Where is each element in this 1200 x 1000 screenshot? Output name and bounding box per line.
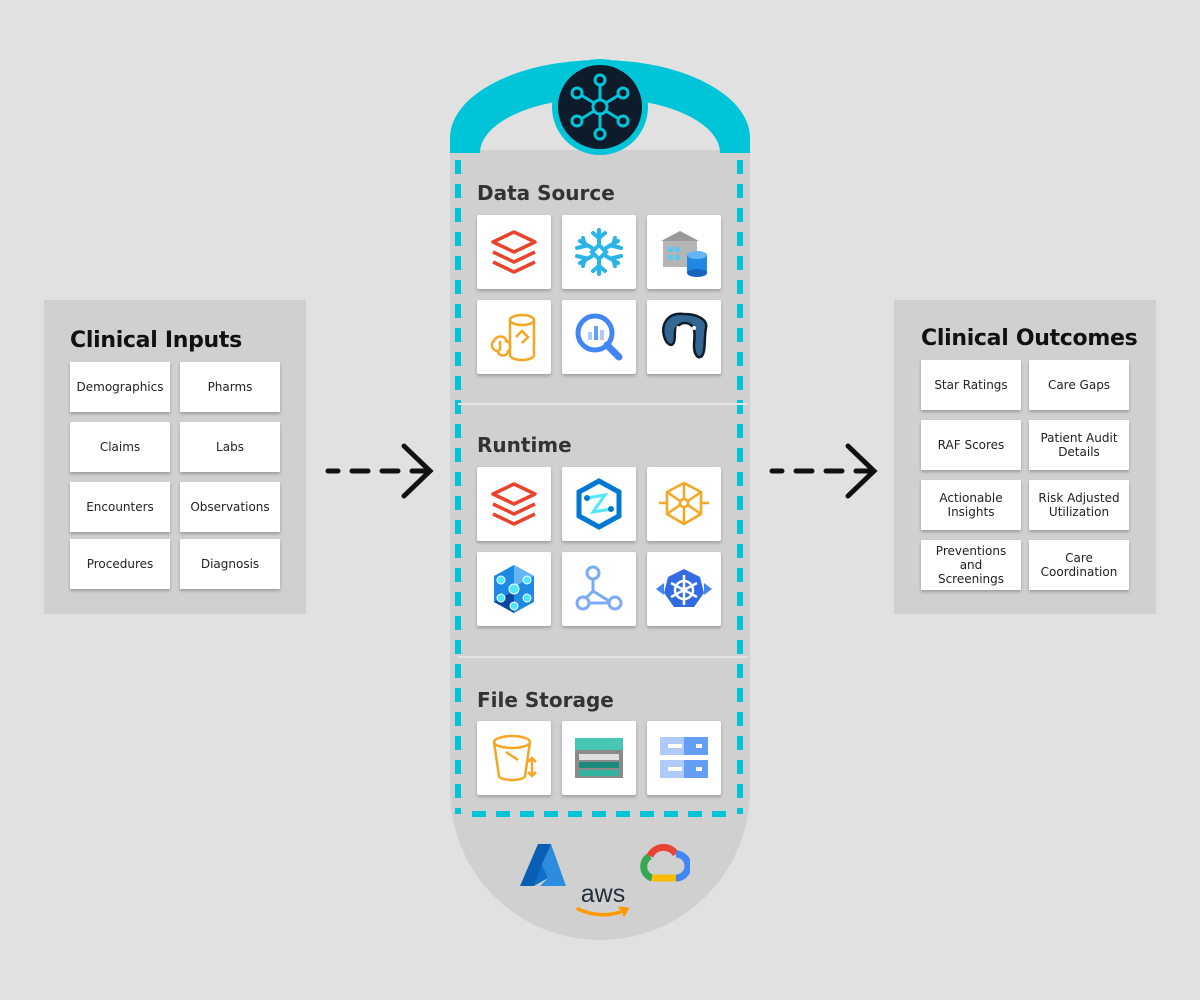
outcome-card: Patient Audit Details	[1029, 420, 1129, 470]
outcome-card: Preventions and Screenings	[921, 540, 1021, 590]
file-storage-title: File Storage	[477, 688, 614, 712]
input-card: Claims	[70, 422, 170, 472]
data-warehouse-icon	[661, 231, 707, 277]
runtime-title: Runtime	[477, 433, 572, 457]
input-card: Diagnosis	[180, 539, 280, 589]
outcome-card: Actionable Insights	[921, 480, 1021, 530]
section-divider	[458, 656, 748, 658]
data-source-tile[interactable]	[647, 300, 721, 374]
aws-smile-icon	[576, 906, 630, 917]
dashed-boundary	[455, 160, 743, 817]
input-card: Pharms	[180, 362, 280, 412]
data-source-tile[interactable]	[562, 215, 636, 289]
synapse-icon	[576, 478, 622, 530]
clinical-outcomes-title: Clinical Outcomes	[921, 326, 1138, 351]
bigquery-icon	[575, 313, 623, 361]
sagemaker-network-icon	[659, 481, 709, 526]
kubernetes-icon	[656, 569, 712, 607]
data-source-tile[interactable]	[477, 215, 551, 289]
runtime-tile[interactable]	[647, 552, 721, 626]
platform-arch	[450, 60, 750, 153]
blob-storage-icon	[575, 738, 623, 778]
data-source-tile[interactable]	[477, 300, 551, 374]
postgresql-icon	[662, 312, 708, 361]
hexagon-cluster-icon	[494, 565, 534, 613]
input-card: Demographics	[70, 362, 170, 412]
runtime-tile[interactable]	[477, 467, 551, 541]
aws-logo: aws	[572, 880, 634, 922]
outcome-card: Care Gaps	[1029, 360, 1129, 410]
outcome-card: Star Ratings	[921, 360, 1021, 410]
clinical-inputs-title: Clinical Inputs	[70, 328, 242, 353]
aws-wordmark: aws	[580, 880, 626, 908]
snowflake-icon	[575, 228, 623, 276]
input-card: Procedures	[70, 539, 170, 589]
outcome-card: Care Coordination	[1029, 540, 1129, 590]
azure-logo	[520, 844, 566, 886]
databricks-icon	[491, 230, 537, 274]
flow-arrow-left	[325, 443, 434, 499]
runtime-tile[interactable]	[562, 552, 636, 626]
outcome-card: Risk Adjusted Utilization	[1029, 480, 1129, 530]
cloud-storage-icon	[660, 737, 708, 778]
data-source-tile[interactable]	[647, 215, 721, 289]
flow-arrow-right	[769, 443, 878, 499]
runtime-tile[interactable]	[562, 467, 636, 541]
ml-database-icon	[490, 313, 536, 362]
databricks-icon	[491, 482, 537, 526]
data-source-tile[interactable]	[562, 300, 636, 374]
hub-network-icon	[552, 59, 648, 155]
section-divider	[458, 403, 748, 405]
s3-bucket-icon	[492, 734, 537, 782]
file-storage-tile[interactable]	[647, 721, 721, 795]
runtime-tile[interactable]	[647, 467, 721, 541]
google-cloud-logo	[640, 843, 690, 882]
file-storage-tile[interactable]	[477, 721, 551, 795]
input-card: Observations	[180, 482, 280, 532]
input-card: Encounters	[70, 482, 170, 532]
outcome-card: RAF Scores	[921, 420, 1021, 470]
runtime-tile[interactable]	[477, 552, 551, 626]
file-storage-tile[interactable]	[562, 721, 636, 795]
data-source-title: Data Source	[477, 181, 615, 205]
pipeline-graph-icon	[575, 565, 623, 611]
input-card: Labs	[180, 422, 280, 472]
